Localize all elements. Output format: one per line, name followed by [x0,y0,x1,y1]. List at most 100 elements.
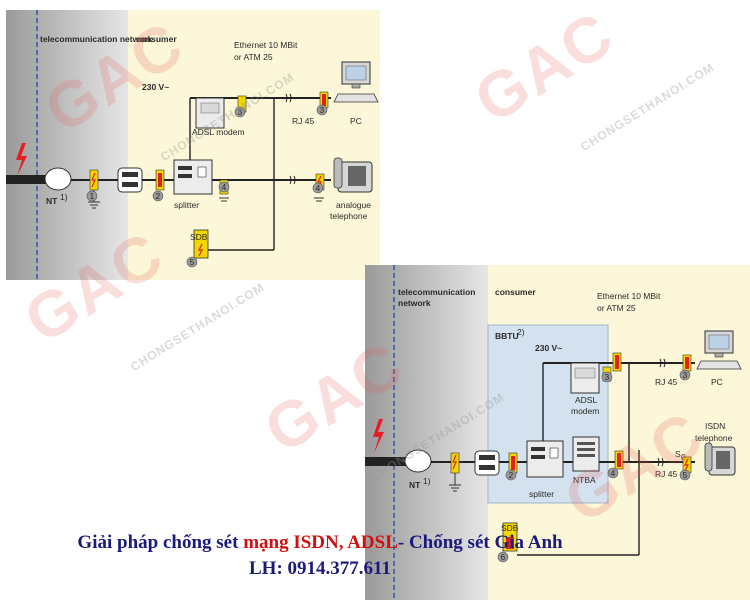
lightning-icon [16,143,27,176]
marker-3b-label: 3 [683,370,688,380]
caption-line-1: Giải pháp chống sét mạng ISDN, ADSL- Chố… [0,530,640,556]
network-zone [6,10,128,280]
caption-highlight: mạng ISDN, ADSL [243,532,398,553]
consumer-zone [128,10,380,280]
network-zone-label: telecommunication network [40,34,153,44]
surge-symbol-icon [322,94,326,106]
ethernet-label: Ethernet 10 MBit [597,291,661,301]
surge-symbol-icon [158,173,162,187]
s0-label: S [675,449,681,459]
marker-3a-label: 3 [238,107,243,117]
network-zone-label-2: network [398,298,431,308]
marker-3a-label: 3 [605,372,610,382]
watermark-logo: GAC [462,0,627,137]
modem-label: ADSL modem [192,127,245,137]
patch-panel-row [479,455,495,460]
marker-4a [218,181,230,193]
isdn-label: ISDN [705,421,725,431]
patch-panel [117,167,143,193]
splitter-port [178,166,192,170]
ntba-slot [577,454,595,457]
nt-label: NT [46,196,58,206]
analogue-label: analogue [336,200,371,210]
caption-text: Giải pháp chống sét [77,532,244,553]
sdb-label: SDB [501,523,519,533]
caption: Giải pháp chống sét mạng ISDN, ADSL- Chố… [0,530,640,582]
sdb-box [193,229,209,259]
caption-phone: LH: 0914.377.611 [249,558,391,579]
ntba-label: NTBA [573,475,596,485]
consumer-zone-label: consumer [136,34,177,44]
rj45-label: RJ 45 [292,116,314,126]
rj45-top-label: RJ 45 [655,377,677,387]
bbtu-footnote: 2) [517,327,525,337]
pc-icon [333,61,379,103]
marker-3b [316,104,328,116]
splitter-port [197,166,207,178]
rj45-bottom-label: RJ 45 [655,469,677,479]
modem-label-2: modem [571,406,599,416]
splitter-port [549,447,559,459]
surge-symbol-icon [198,243,203,257]
line-break [657,457,664,467]
modem-panel [200,102,220,114]
marker-5-label: 5 [190,257,195,267]
network-zone-label-1: telecommunication [398,287,475,297]
sdb-label: SDB [190,232,208,242]
surge-symbol-icon [685,357,689,369]
splitter-label: splitter [529,489,554,499]
marker-2 [152,190,164,202]
modem-label-1: ADSL [575,395,597,405]
pc-label: PC [711,377,723,387]
patch-panel-row [122,172,138,177]
marker-6 [497,551,509,563]
marker-1-label: 1 [90,191,95,201]
marker-4-label: 4 [611,468,616,478]
atm-label: or ATM 25 [597,303,636,313]
marker-4 [607,467,619,479]
surge-symbol-icon [91,172,96,188]
telephone-icon [333,157,373,193]
marker-4a-label: 4 [222,182,227,192]
marker-4b-label: 4 [316,183,321,193]
marker-2-label: 2 [509,470,514,480]
isdn-diagram: telecommunication network consumer Ether… [365,265,750,600]
patch-panel-row [479,465,495,470]
nt-footnote: 1) [423,476,431,486]
patch-panel-row [122,182,138,187]
ethernet-label: Ethernet 10 MBit [234,40,298,50]
splitter-port [178,174,192,178]
line-break [659,358,666,368]
patch-panel [474,450,500,476]
power-label: 230 V~ [535,343,562,353]
incoming-cable [365,457,407,466]
network-zone [365,265,488,600]
modem-panel [574,367,596,379]
nt-footnote: 1) [60,192,68,202]
marker-4b [312,182,324,194]
watermark-site: CHONGSETHANOI.COM [578,59,717,155]
adsl-diagram-panel: telecommunication network consumer Ether… [6,10,380,280]
pc-label: PC [350,116,362,126]
marker-3a [234,106,246,118]
nt-unit [44,167,72,191]
telephone-label: telephone [330,211,368,221]
marker-5 [679,469,691,481]
marker-5-label: 5 [683,470,688,480]
isdn-telephone-label: telephone [695,433,733,443]
power-label: 230 V~ [142,82,169,92]
ground-icon [219,197,229,202]
surge-symbol-icon [506,537,514,549]
adsl-diagram: telecommunication network consumer Ether… [6,10,380,280]
marker-1 [86,190,98,202]
isdn-diagram-panel: telecommunication network consumer Ether… [365,265,750,600]
marker-5 [186,256,198,268]
consumer-zone-label: consumer [495,287,536,297]
surge-symbol-icon [615,355,619,369]
line-break [289,175,296,185]
caption-brand: - Chống sét Gia Anh [397,532,563,553]
ntba-slot [577,442,595,445]
nt-unit [404,449,432,473]
ground-icon [314,197,324,202]
lightning-icon [373,419,384,453]
